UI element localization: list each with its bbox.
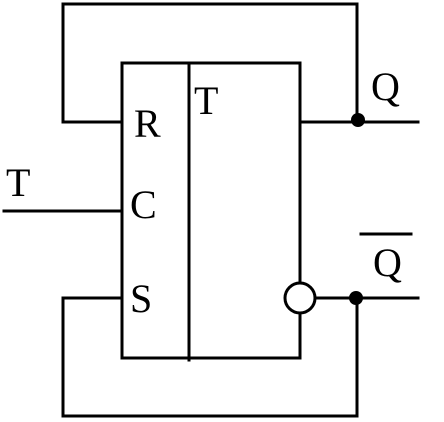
input-label-s: S — [130, 276, 152, 321]
output-label-qbar: Q — [373, 240, 402, 285]
junction-dot-qbar — [349, 291, 363, 305]
flip-flop-block — [120, 61, 302, 360]
junction-dot-q — [351, 113, 365, 127]
input-label-r: R — [134, 101, 161, 146]
block-function-label: T — [194, 78, 218, 123]
inversion-bubble — [283, 281, 317, 315]
output-label-q: Q — [371, 64, 400, 109]
feedback-wire-qbar-to-s — [61, 296, 359, 418]
input-label-c: C — [130, 182, 157, 227]
external-input-label-t: T — [6, 160, 30, 205]
feedback-wire-q-to-r — [61, 2, 359, 124]
